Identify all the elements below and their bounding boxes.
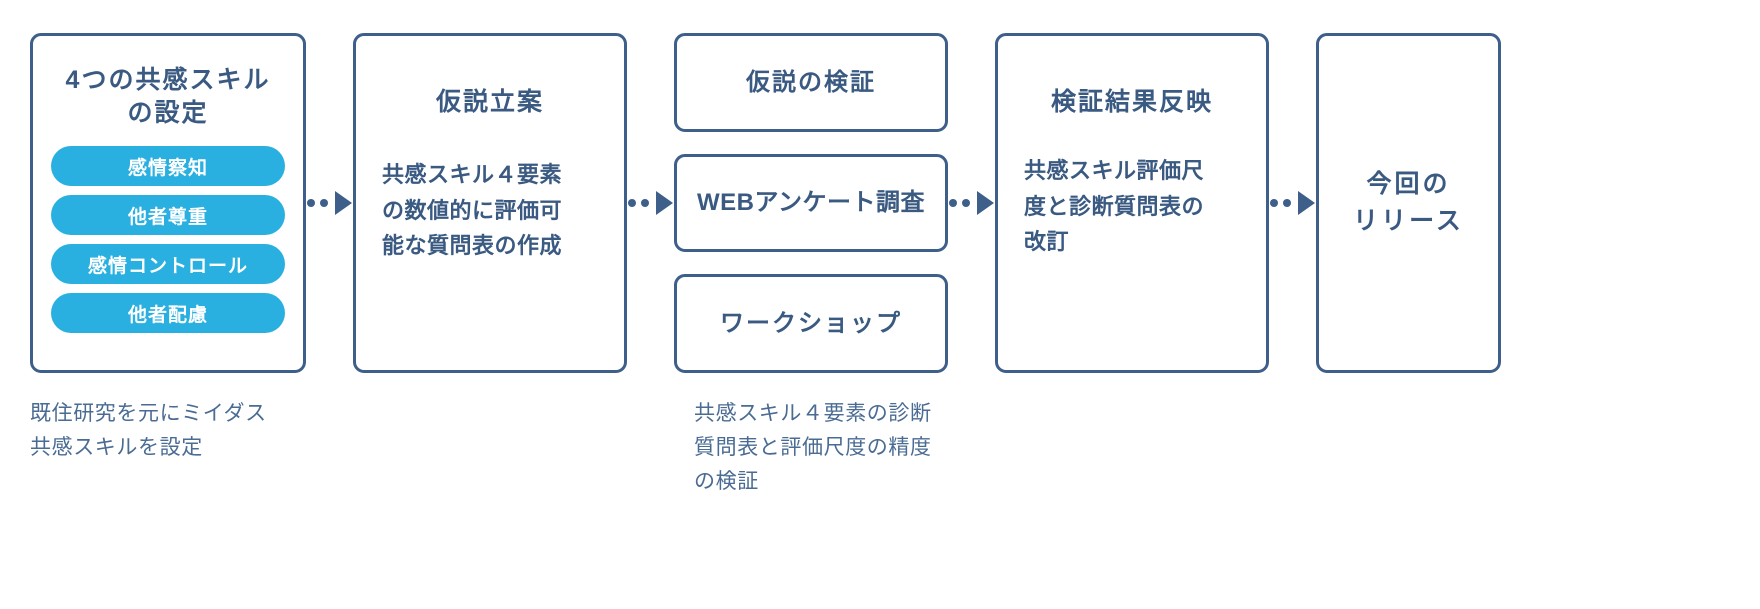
stage-3-card-workshop[interactable]: ワークショップ [674, 274, 948, 374]
stage-4-card[interactable]: 検証結果反映 共感スキル評価尺 度と診断質問表の 改訂 [995, 33, 1269, 373]
arrow-right-icon [1298, 191, 1315, 215]
connector-1 [306, 33, 353, 373]
skill-pill-emotion-detection[interactable]: 感情察知 [51, 146, 285, 186]
connector-dot-icon [949, 199, 957, 207]
stage-2: 仮説立案 共感スキル４要素 の数値的に評価可 能な質問表の作成 [353, 33, 627, 373]
stage-5-card[interactable]: 今回の リリース [1316, 33, 1501, 373]
stage-3-card-2-title: WEBアンケート調査 [696, 189, 926, 217]
stage-1-skill-pill-list: 感情察知 他者尊重 感情コントロール 他者配慮 [51, 146, 285, 333]
connector-dot-icon [1283, 199, 1291, 207]
flow-row: 4つの共感スキル の設定 感情察知 他者尊重 感情コントロール 他者配慮 仮説立… [30, 33, 1730, 374]
stage-2-card[interactable]: 仮説立案 共感スキル４要素 の数値的に評価可 能な質問表の作成 [353, 33, 627, 373]
stage-5-title: 今回の リリース [1353, 169, 1464, 236]
stage-3-card-1-title: 仮説の検証 [746, 68, 876, 96]
stage-3-card-web-survey[interactable]: WEBアンケート調査 [674, 153, 948, 253]
stage-3-card-3-title: ワークショップ [720, 309, 902, 337]
stage-1-title: 4つの共感スキル の設定 [65, 66, 271, 127]
stage-3-card-stack: 仮説の検証 WEBアンケート調査 ワークショップ [674, 33, 948, 374]
stage-1: 4つの共感スキル の設定 感情察知 他者尊重 感情コントロール 他者配慮 [30, 33, 306, 373]
skill-pill-emotion-control[interactable]: 感情コントロール [51, 244, 285, 284]
connector-3 [948, 33, 995, 373]
stage-2-title: 仮説立案 [435, 88, 544, 116]
skill-pill-respect-others[interactable]: 他者尊重 [51, 195, 285, 235]
connector-dot-icon [307, 199, 315, 207]
connector-dot-icon [641, 199, 649, 207]
stage-4-body: 共感スキル評価尺 度と診断質問表の 改訂 [1024, 158, 1205, 255]
stage-1-card[interactable]: 4つの共感スキル の設定 感情察知 他者尊重 感情コントロール 他者配慮 [30, 33, 306, 373]
stage-2-body: 共感スキル４要素 の数値的に評価可 能な質問表の作成 [382, 162, 563, 259]
stage-5: 今回の リリース [1316, 33, 1501, 373]
stage-4: 検証結果反映 共感スキル評価尺 度と診断質問表の 改訂 [995, 33, 1269, 373]
arrow-right-icon [977, 191, 994, 215]
stage-3-caption: 共感スキル４要素の診断 質問表と評価尺度の精度 の検証 [694, 402, 932, 494]
stage-1-caption: 既住研究を元にミイダス 共感スキルを設定 [30, 402, 267, 460]
skill-pill-consideration-others[interactable]: 他者配慮 [51, 293, 285, 333]
stage-4-title: 検証結果反映 [1050, 88, 1213, 116]
stage-3-card-hypothesis-test[interactable]: 仮説の検証 [674, 33, 948, 132]
connector-2 [627, 33, 674, 373]
connector-dot-icon [628, 199, 636, 207]
stage-3: 仮説の検証 WEBアンケート調査 ワークショップ [674, 33, 948, 374]
arrow-right-icon [656, 191, 673, 215]
connector-dot-icon [320, 199, 328, 207]
connector-dot-icon [962, 199, 970, 207]
connector-dot-icon [1270, 199, 1278, 207]
arrow-right-icon [335, 191, 352, 215]
connector-4 [1269, 33, 1316, 373]
